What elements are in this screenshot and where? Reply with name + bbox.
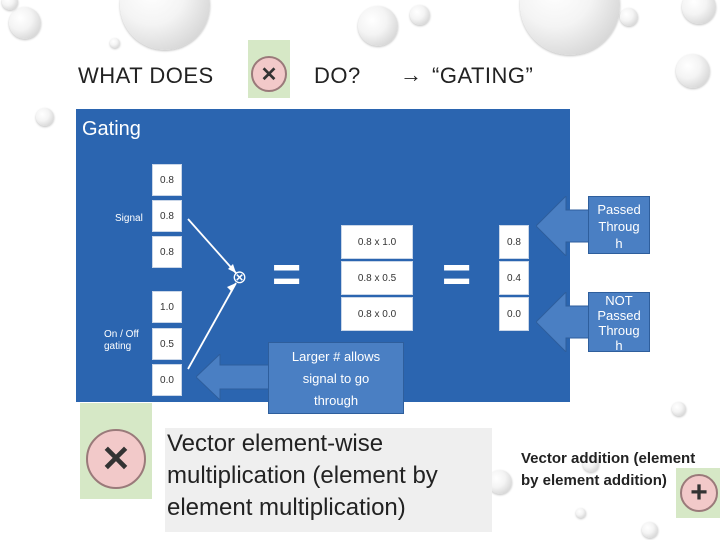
droplet — [488, 470, 512, 494]
droplet — [576, 508, 586, 518]
multiply-icon: ✕ — [251, 56, 287, 92]
addition-description: Vector addition (element by element addi… — [521, 450, 696, 489]
passed-through-callout: Passed Throug h — [588, 196, 650, 254]
product-cell: 0.8 x 0.0 — [341, 297, 413, 331]
signal-cell: 0.8 — [152, 164, 182, 196]
larger-value-callout: Larger # allows signal to go through — [268, 342, 404, 414]
gating-cell: 1.0 — [152, 291, 182, 323]
droplet — [2, 0, 18, 10]
arrow-right-icon: → — [400, 62, 423, 87]
product-cell: 0.8 x 0.5 — [341, 261, 413, 295]
signal-cell: 0.8 — [152, 200, 182, 232]
not-passed-callout: NOT Passed Throug h — [588, 292, 650, 353]
droplet — [583, 456, 599, 472]
multiply-icon: ✕ — [86, 429, 146, 489]
multiply-operator: ⊗ — [232, 267, 248, 287]
gating-cell: 0.0 — [152, 364, 182, 396]
signal-cell: 0.8 — [152, 236, 182, 268]
result-cell: 0.0 — [499, 297, 529, 331]
droplet — [520, 0, 620, 55]
multiply-icon-large-box: ✕ — [80, 403, 152, 499]
droplet — [682, 0, 716, 24]
not-passed-callout-arrow — [536, 292, 598, 352]
gating-cell: 0.5 — [152, 328, 182, 360]
droplet — [36, 108, 54, 126]
title-part-what-does: WHAT DOES — [78, 63, 214, 88]
signal-label: Signal — [115, 213, 143, 224]
title-gating: “GATING” — [432, 63, 534, 88]
droplet — [120, 0, 210, 50]
equals-sign: = — [272, 246, 302, 302]
droplet — [620, 8, 638, 26]
droplet — [672, 402, 686, 416]
droplet — [676, 54, 710, 88]
droplet — [410, 5, 430, 25]
diagram-title: Gating — [82, 118, 141, 140]
droplet — [110, 38, 120, 48]
droplet — [9, 7, 41, 39]
merge-arrows — [187, 218, 237, 370]
droplet — [642, 522, 658, 538]
droplet — [358, 6, 398, 46]
plus-icon-box: + — [676, 468, 720, 518]
product-cell: 0.8 x 1.0 — [341, 225, 413, 259]
multiply-icon-title: ✕ — [248, 40, 290, 98]
equals-sign: = — [442, 246, 472, 302]
gating-label: On / Off gating — [104, 329, 139, 352]
plus-icon: + — [680, 474, 718, 512]
larger-callout-arrow — [196, 354, 278, 400]
title-part-do: DO? — [314, 63, 361, 88]
passed-callout-arrow — [536, 196, 598, 256]
multiplication-description: Vector element-wise multiplication (elem… — [165, 428, 492, 532]
result-cell: 0.8 — [499, 225, 529, 259]
result-cell: 0.4 — [499, 261, 529, 295]
